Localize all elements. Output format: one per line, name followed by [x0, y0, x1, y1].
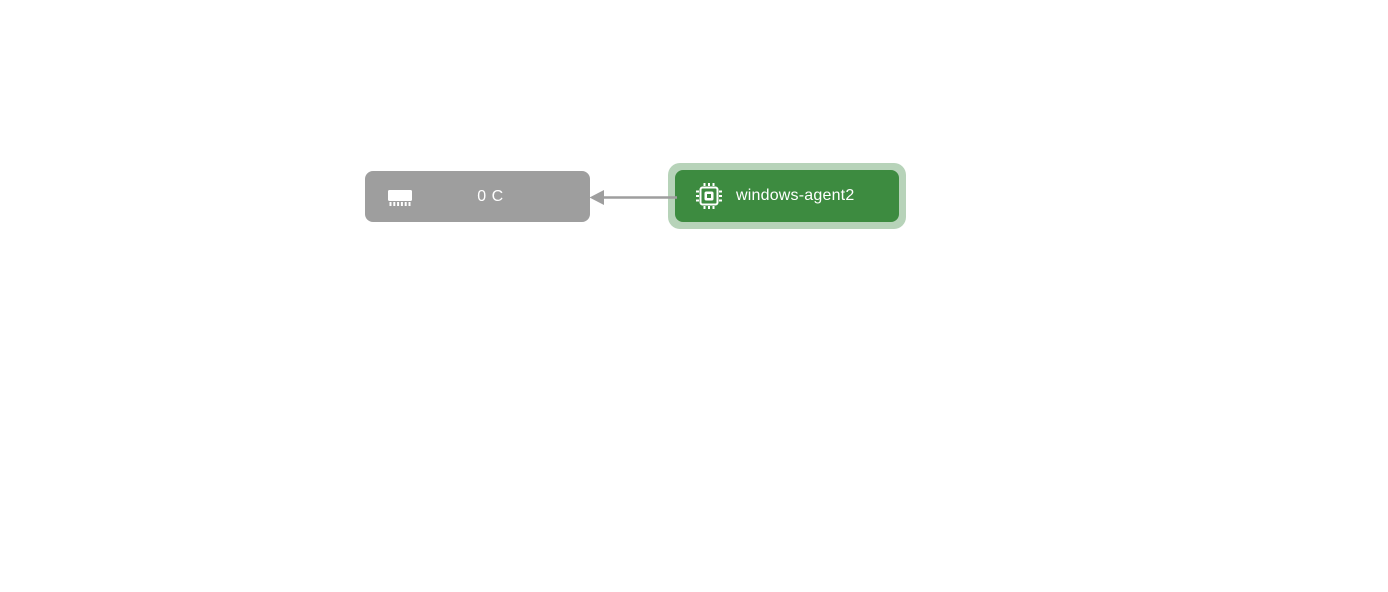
cpu-icon	[695, 182, 723, 210]
node-agent-selection-halo[interactable]: windows-agent2	[668, 163, 906, 229]
node-sensor-label: 0 C	[477, 187, 504, 205]
node-windows-agent2[interactable]: windows-agent2	[675, 170, 899, 222]
node-agent-label: windows-agent2	[736, 187, 855, 204]
memory-chip-icon	[387, 185, 413, 209]
node-sensor-0c[interactable]: 0 C	[365, 171, 590, 222]
edge-arrow[interactable]	[589, 188, 677, 207]
